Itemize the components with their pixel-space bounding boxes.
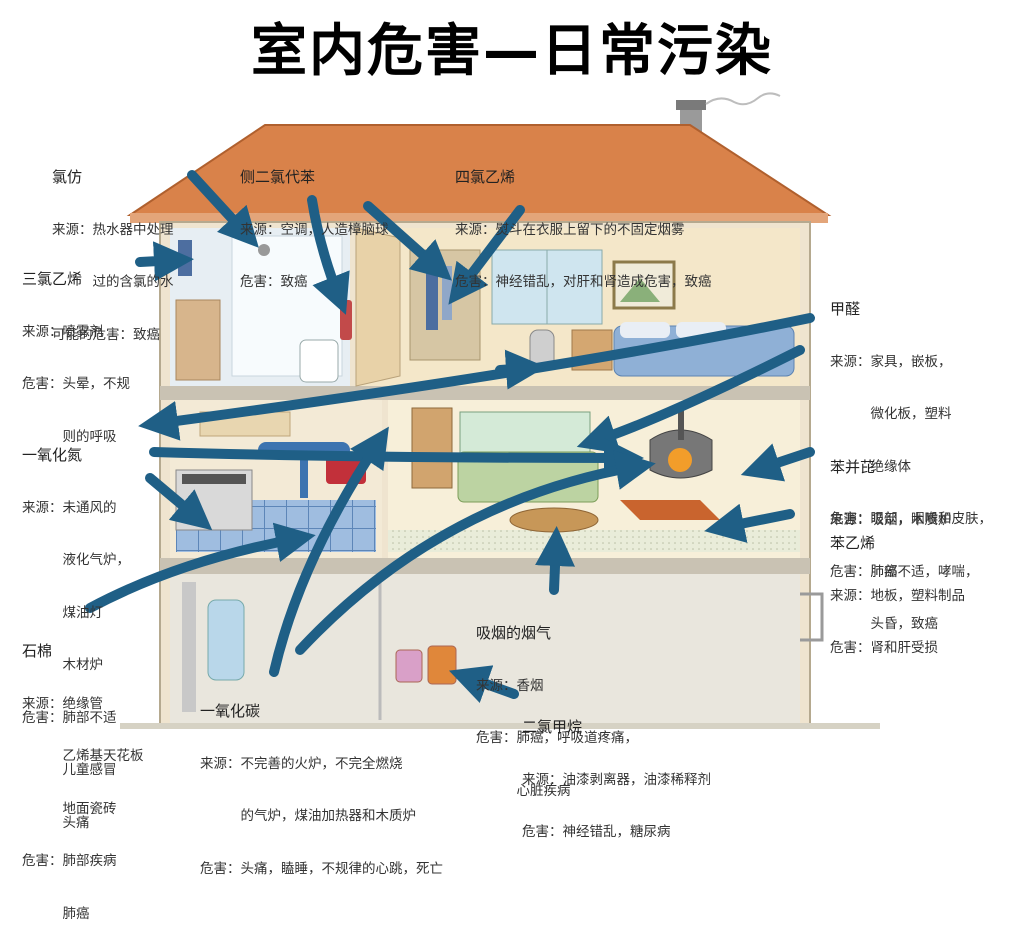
arrow-co-2	[295, 450, 656, 655]
label-chloroform: 氯仿 来源：热水器中处理 过的含氯的水 可能的危害：致癌	[52, 168, 174, 343]
label-formaldehyde: 甲醛 来源：家具，嵌板， 微化板，塑料 绝缘体 危害：眼部，咽喉和皮肤， 肺部不…	[830, 300, 992, 632]
arrow-asbestos	[85, 522, 316, 613]
label-benzopyrene: 苯并芘 来源：吸烟，木质炉 危害：肺癌	[830, 458, 952, 580]
label-carbon-monoxide: 一氧化碳 来源：不完善的火炉，不完全燃烧 的气炉，煤油加热器和木质炉 危害：头痛…	[200, 702, 443, 877]
arrow-chloroform	[187, 170, 259, 248]
arrow-dichlorobenzene	[307, 195, 350, 315]
arrow-trichloro	[135, 241, 194, 282]
label-styrene: 苯乙烯 来源：地板，塑料制品 危害：肾和肝受损	[830, 534, 965, 656]
arrow-benzopyrene	[740, 443, 815, 482]
label-tetrachloroethylene: 四氯乙烯 来源：熨斗在衣服上留下的不固定烟雾 危害：神经错乱，对肝和肾造成危害，…	[455, 168, 712, 290]
label-trichloroethylene: 三氯乙烯 来源：喷雾剂 危害：头晕，不规 则的呼吸	[22, 270, 130, 445]
arrow-smoke	[535, 526, 575, 595]
pollution-arrows	[85, 170, 815, 703]
arrow-styrene	[704, 503, 795, 543]
arrow-nitric-kitchen	[149, 437, 644, 478]
arrow-nitric-stove	[145, 473, 213, 531]
pipe-right	[800, 592, 824, 642]
page-title: 室内危害—日常污染	[251, 19, 773, 84]
label-paradichlorobenzene: 侧二氯代苯 来源：空调，人造樟脑球 危害：致癌	[240, 168, 389, 290]
arrow-upper-center	[495, 349, 546, 390]
arrow-co-1	[269, 426, 389, 677]
arrow-dichloromethane	[448, 665, 519, 703]
arrow-tetrachloro-2	[448, 205, 525, 305]
arrow-tetrachloro-1	[363, 201, 452, 281]
label-asbestos: 石棉 来源：绝缘管 乙烯基天花板 地面瓷砖 危害：肺部疾病 肺癌	[22, 642, 144, 922]
arrow-formaldehyde-2	[576, 345, 805, 454]
house-illustration	[85, 92, 880, 729]
label-dichloromethane: 二氯甲烷 来源：油漆剥离器，油漆稀释剂 危害：神经错乱，糖尿病	[522, 718, 711, 840]
